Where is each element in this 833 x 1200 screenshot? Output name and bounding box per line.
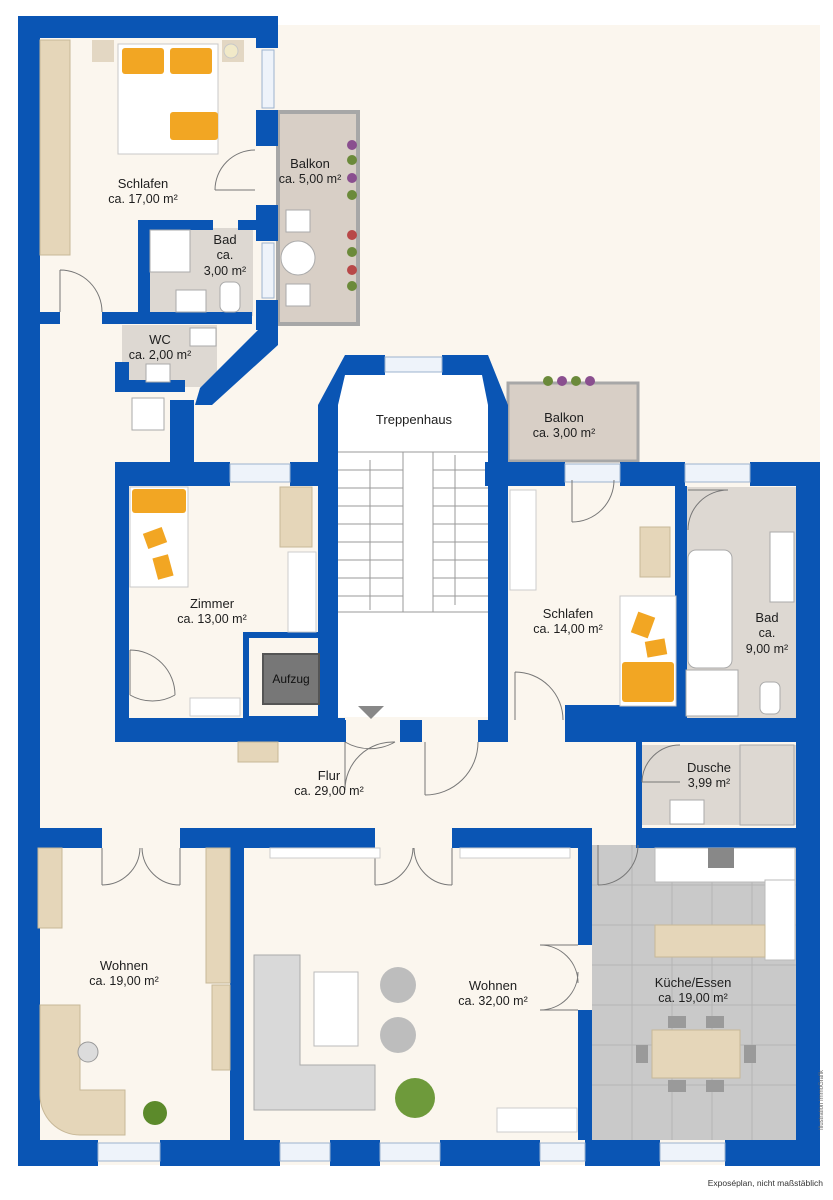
- room-name: Zimmer: [189, 596, 235, 611]
- elevator: Aufzug: [262, 653, 320, 705]
- room-name: Wohnen: [99, 958, 149, 973]
- room-area: ca. 29,00 m²: [294, 784, 364, 799]
- room-label-wc: WC ca. 2,00 m²: [129, 332, 192, 364]
- room-name: Küche/Essen: [654, 975, 732, 990]
- room-area: ca.: [216, 248, 234, 263]
- room-area: ca. 19,00 m²: [89, 974, 159, 989]
- dusche-tile-floor: [640, 745, 796, 825]
- bad-1-fixtures: [149, 229, 241, 313]
- room-label-wohnen-2: Wohnen ca. 32,00 m²: [458, 978, 527, 1010]
- room-name: Bad: [755, 610, 779, 625]
- room-name: Wohnen: [468, 978, 518, 993]
- room-area: ca. 17,00 m²: [108, 192, 178, 207]
- room-name: Flur: [317, 768, 341, 783]
- room-area: ca. 2,00 m²: [128, 348, 192, 363]
- dusche-fixtures: [669, 744, 795, 826]
- room-name: WC: [149, 332, 171, 347]
- walls: [18, 16, 820, 1166]
- wardrobe-master: [39, 39, 71, 256]
- kitchen-furniture: [636, 847, 796, 1092]
- room-area: ca. 5,00 m²: [278, 172, 342, 187]
- room-name: Treppenhaus: [375, 412, 453, 427]
- bed-master: [92, 40, 244, 155]
- balkon-2-plants: [543, 376, 595, 386]
- room-area: 3,99 m²: [687, 776, 731, 791]
- room-label-bad-1: Bad ca. 3,00 m²: [204, 232, 246, 280]
- room-name: Balkon: [544, 410, 584, 425]
- room-label-dusche: Dusche 3,99 m²: [687, 760, 731, 792]
- room-area: ca.: [758, 626, 776, 641]
- wohnen-1-furniture: [37, 847, 231, 1136]
- room-label-balkon-1: Balkon ca. 5,00 m²: [279, 156, 342, 188]
- staircase-floor: [338, 372, 488, 717]
- hall-cabinet: [131, 397, 165, 431]
- room-area: ca. 13,00 m²: [177, 612, 247, 627]
- room-area: ca. 14,00 m²: [533, 622, 603, 637]
- room-area: 3,00 m²: [203, 263, 247, 278]
- room-area: 9,00 m²: [745, 641, 789, 656]
- room-label-treppenhaus: Treppenhaus: [376, 412, 452, 428]
- footer-note: Exposéplan, nicht maßstäblich: [707, 1178, 823, 1188]
- room-name: Schlafen: [542, 606, 594, 621]
- room-area: ca. 32,00 m²: [458, 994, 528, 1009]
- room-name: Schlafen: [117, 176, 169, 191]
- room-area: ca. 3,00 m²: [532, 426, 596, 441]
- flur-furniture: [237, 741, 279, 763]
- stair-steps: [338, 451, 488, 613]
- room-label-balkon-2: Balkon ca. 3,00 m²: [533, 410, 596, 442]
- stair-direction-arrow: [358, 706, 384, 719]
- room-area: ca. 19,00 m²: [658, 991, 728, 1006]
- windows: [97, 49, 751, 1162]
- room-label-kueche: Küche/Essen ca. 19,00 m²: [655, 975, 732, 1007]
- zimmer-furniture: [129, 486, 317, 717]
- room-name: Bad: [213, 232, 237, 247]
- bad-2-fixtures: [685, 531, 795, 717]
- room-label-bad-2: Bad ca. 9,00 m²: [746, 610, 788, 658]
- wc-fixtures: [145, 327, 217, 383]
- elevator-label: Aufzug: [272, 672, 310, 686]
- balkon-1-plants: [347, 140, 357, 291]
- room-label-zimmer: Zimmer ca. 13,00 m²: [177, 596, 246, 628]
- room-label-flur: Flur ca. 29,00 m²: [294, 768, 363, 800]
- balkon-2-floor: [506, 381, 640, 463]
- room-label-wohnen-1: Wohnen ca. 19,00 m²: [89, 958, 158, 990]
- illustration-credit: Illustration ImmoGrafik: [819, 1070, 825, 1131]
- room-label-schlafen-2: Schlafen ca. 14,00 m²: [533, 606, 602, 638]
- room-label-schlafen-1: Schlafen ca. 17,00 m²: [108, 176, 177, 208]
- schlafen-2-furniture: [509, 489, 677, 707]
- balkon-1-furniture: [280, 209, 316, 307]
- wohnen-2-furniture: [253, 847, 578, 1133]
- room-name: Balkon: [290, 156, 330, 171]
- doors: [59, 149, 729, 1011]
- room-name: Dusche: [686, 760, 732, 775]
